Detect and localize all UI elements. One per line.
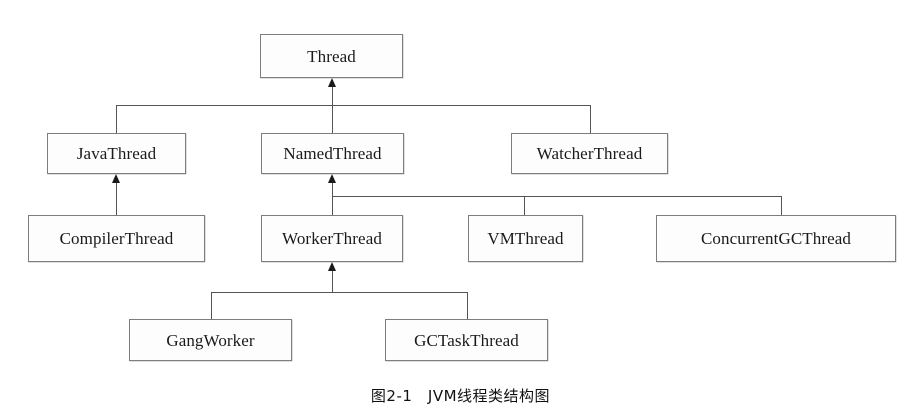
node-concurrent-gc-thread[interactable]: ConcurrentGCThread [656, 215, 896, 262]
edge-worker-thread-stem [332, 183, 333, 215]
node-java-thread[interactable]: JavaThread [47, 133, 186, 174]
arrow-to-named-thread [328, 174, 336, 183]
arrow-to-worker-thread [328, 262, 336, 271]
node-named-thread[interactable]: NamedThread [261, 133, 404, 174]
node-gang-worker-label: GangWorker [166, 330, 255, 350]
node-concurrent-gc-thread-label: ConcurrentGCThread [700, 229, 852, 248]
node-vm-thread-label: VMThread [487, 229, 564, 248]
node-vm-thread[interactable]: VMThread [468, 215, 583, 262]
node-watcher-thread-label: WatcherThread [536, 144, 643, 163]
edge-worker-thread-children-stem [332, 271, 333, 292]
node-gc-task-thread-label: GCTaskThread [414, 330, 519, 350]
edge-vm-thread-riser [524, 196, 525, 215]
edge-bus-thread-children [116, 105, 591, 106]
figure-caption: 图2-1 JVM线程类结构图 [370, 387, 551, 405]
edge-gang-worker-riser [211, 292, 212, 319]
node-compiler-thread[interactable]: CompilerThread [28, 215, 205, 262]
node-worker-thread-label: WorkerThread [282, 229, 382, 248]
edge-concurrent-gc-thread-riser [781, 196, 782, 215]
node-java-thread-label: JavaThread [76, 144, 157, 163]
node-gang-worker[interactable]: GangWorker [129, 319, 292, 361]
arrow-to-java-thread [112, 174, 120, 183]
edge-gc-task-thread-riser [467, 292, 468, 319]
node-compiler-thread-label: CompilerThread [59, 229, 174, 248]
edge-bus-worker-thread-children [211, 292, 468, 293]
edge-bus-named-thread-children [332, 196, 781, 197]
edge-named-thread-to-thread-stem [332, 86, 333, 133]
node-named-thread-label: NamedThread [283, 144, 382, 163]
edge-compiler-thread-stem [116, 183, 117, 215]
arrow-to-thread [328, 78, 336, 87]
node-thread[interactable]: Thread [260, 34, 403, 78]
node-gc-task-thread[interactable]: GCTaskThread [385, 319, 548, 361]
node-watcher-thread[interactable]: WatcherThread [511, 133, 668, 174]
node-thread-label: Thread [307, 46, 356, 66]
node-worker-thread[interactable]: WorkerThread [261, 215, 403, 262]
edge-java-thread-riser [116, 105, 117, 133]
edge-watcher-thread-riser [590, 105, 591, 133]
